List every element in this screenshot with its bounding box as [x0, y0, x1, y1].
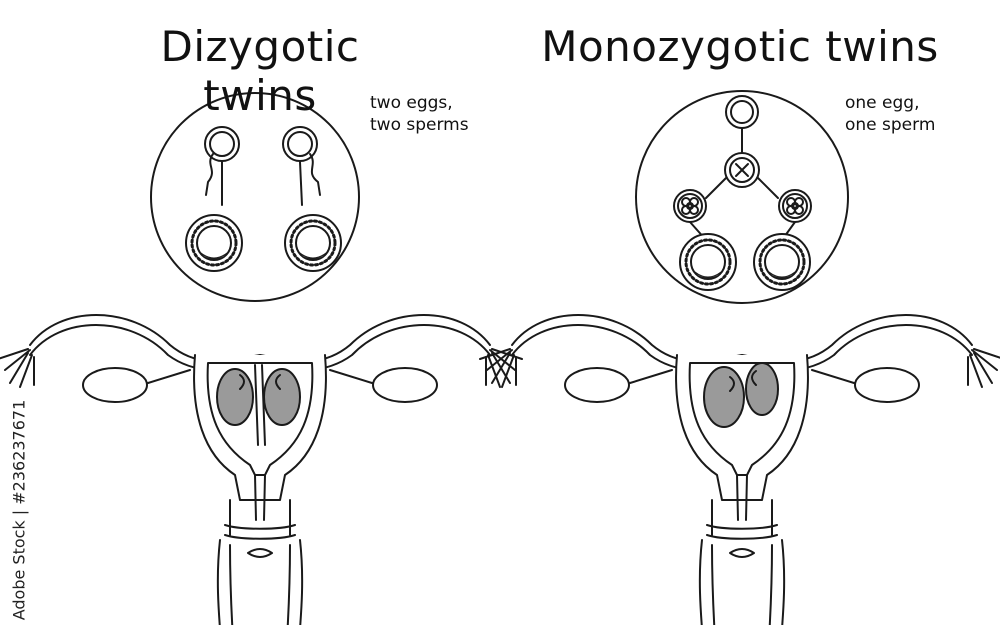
left-detail-circle: [150, 92, 360, 302]
left-eggs: [204, 126, 321, 206]
caption-dizygotic: two eggs, two sperms: [370, 92, 469, 136]
sperm-icon: [309, 153, 321, 196]
caption-line: two sperms: [370, 115, 469, 135]
right-uterus-illustration: [479, 314, 1000, 625]
sperm-icon: [205, 153, 214, 196]
egg-icon: [282, 126, 318, 162]
caption-line: two eggs,: [370, 93, 453, 113]
right-cells: [705, 95, 779, 199]
title-dizygotic: Dizygotic twins: [160, 22, 360, 120]
fetus-icon: [216, 368, 254, 426]
stock-watermark: Adobe Stock | #236237671: [2, 395, 36, 625]
caption-monozygotic: one egg, one sperm: [845, 92, 935, 136]
caption-line: one sperm: [845, 115, 936, 135]
caption-line: one egg,: [845, 93, 920, 113]
fetus-icon: [703, 366, 745, 428]
left-uterus-illustration: [0, 314, 523, 625]
watermark-text: Adobe Stock | #236237671: [9, 399, 29, 621]
title-monozygotic: Monozygotic twins: [541, 22, 939, 71]
